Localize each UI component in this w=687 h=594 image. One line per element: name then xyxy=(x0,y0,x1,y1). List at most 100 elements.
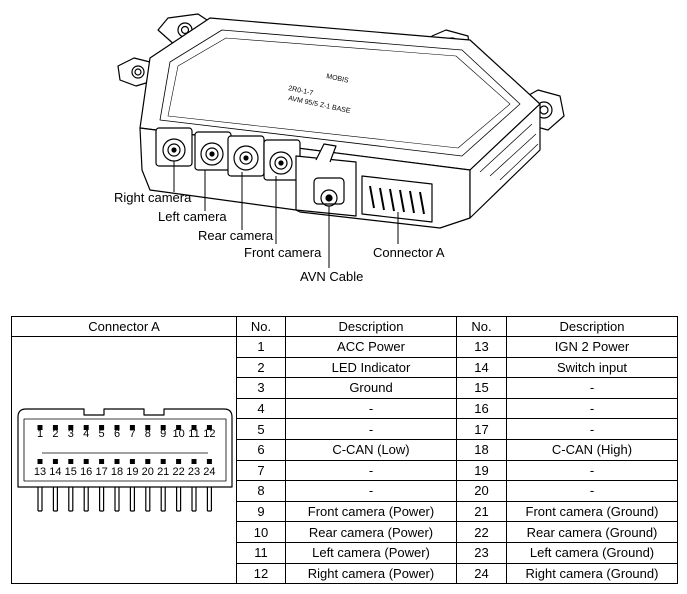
pin-label: 18 xyxy=(111,466,123,478)
pin-number-left: 4 xyxy=(236,397,286,420)
pin-number-left: 9 xyxy=(236,500,286,523)
pin-contact xyxy=(114,459,120,464)
pin-description-left: ACC Power xyxy=(285,336,457,358)
pin-number-right: 22 xyxy=(456,521,507,543)
pin-label: 5 xyxy=(99,428,105,440)
pin-contact xyxy=(191,425,197,430)
connector-a-socket xyxy=(361,175,433,223)
pin-label: 23 xyxy=(188,466,200,478)
pin-label: 7 xyxy=(129,428,135,440)
pin-leg xyxy=(160,487,166,512)
pin-number-right: 17 xyxy=(456,418,507,440)
label-rear-camera: Rear camera xyxy=(198,228,274,243)
pin-number-right: 20 xyxy=(456,480,507,502)
pin-leg xyxy=(83,487,89,512)
header-no-right: No. xyxy=(456,316,507,337)
pin-label: 16 xyxy=(80,466,92,478)
table-header-row: Connector A No. Description No. Descript… xyxy=(11,316,678,337)
pin-label: 8 xyxy=(145,428,151,440)
pin-description-right: - xyxy=(506,459,678,482)
label-left-camera: Left camera xyxy=(158,209,227,224)
pin-contact xyxy=(160,459,166,464)
avn-cable-socket xyxy=(295,143,357,217)
pin-description-right: - xyxy=(506,480,678,502)
pin-number-left: 12 xyxy=(236,562,286,585)
pin-number-right: 15 xyxy=(456,377,507,399)
pin-contact xyxy=(83,425,89,430)
pin-description-left: - xyxy=(285,418,457,440)
pin-number-right: 23 xyxy=(456,541,507,564)
table-row: 8-20- xyxy=(12,480,678,502)
pin-contact xyxy=(176,459,182,464)
pin-label: 17 xyxy=(95,466,107,478)
pin-leg xyxy=(145,487,151,512)
pin-label: 12 xyxy=(203,428,215,440)
pin-description-right: - xyxy=(506,397,678,420)
pin-label: 13 xyxy=(34,466,46,478)
pin-number-left: 2 xyxy=(236,356,286,379)
pin-leg xyxy=(68,487,74,512)
pin-number-left: 11 xyxy=(236,541,286,564)
table-row: 7-19- xyxy=(12,459,678,482)
pin-contact xyxy=(68,425,74,430)
pin-leg xyxy=(99,487,105,512)
pin-description-left: Ground xyxy=(285,377,457,399)
pin-contact xyxy=(52,459,58,464)
pin-contact xyxy=(206,425,212,430)
pin-number-right: 13 xyxy=(456,336,507,358)
pin-label: 11 xyxy=(188,428,199,440)
pin-description-left: - xyxy=(285,397,457,420)
pin-contact xyxy=(99,425,105,430)
pin-label: 24 xyxy=(203,466,215,478)
pin-label: 4 xyxy=(83,428,89,440)
pin-contact xyxy=(160,425,166,430)
pin-label: 20 xyxy=(142,466,154,478)
pin-contact xyxy=(37,459,43,464)
pin-description-right: C-CAN (High) xyxy=(506,438,678,461)
pin-description-left: - xyxy=(285,459,457,482)
pin-description-right: - xyxy=(506,418,678,440)
pin-leg xyxy=(191,487,197,512)
header-description-left: Description xyxy=(285,316,457,337)
pin-number-right: 16 xyxy=(456,397,507,420)
avm-unit-illustration: MOBIS 2R0-1-7 AVM 95/5 Z-1 BASE xyxy=(117,13,565,268)
pin-description-right: Switch input xyxy=(506,356,678,379)
pin-number-left: 7 xyxy=(236,459,286,482)
pin-leg xyxy=(52,487,58,512)
pin-contact xyxy=(145,459,151,464)
header-connector: Connector A xyxy=(11,316,237,337)
pin-number-right: 14 xyxy=(456,356,507,379)
marking-mobis: MOBIS xyxy=(326,73,350,85)
pin-number-left: 6 xyxy=(236,438,286,461)
pin-description-left: C-CAN (Low) xyxy=(285,438,457,461)
label-right-camera: Right camera xyxy=(114,190,192,205)
pin-label: 1 xyxy=(37,428,43,440)
pin-contact xyxy=(83,459,89,464)
pin-description-left: Rear camera (Power) xyxy=(285,521,457,543)
label-connector-a: Connector A xyxy=(373,245,445,260)
pin-description-left: Front camera (Power) xyxy=(285,500,457,523)
pin-contact xyxy=(129,425,135,430)
pin-contact xyxy=(37,425,43,430)
pin-description-right: IGN 2 Power xyxy=(506,336,678,358)
pin-number-right: 24 xyxy=(456,562,507,585)
pin-description-right: Right camera (Ground) xyxy=(506,562,678,585)
pin-number-left: 5 xyxy=(236,418,286,440)
left-camera-socket xyxy=(194,131,232,171)
pin-description-right: Front camera (Ground) xyxy=(506,500,678,523)
pin-number-left: 10 xyxy=(236,521,286,543)
pin-contact xyxy=(129,459,135,464)
pin-label: 19 xyxy=(126,466,138,478)
pin-number-right: 18 xyxy=(456,438,507,461)
pin-label: 22 xyxy=(172,466,184,478)
pin-label: 14 xyxy=(49,466,61,478)
pin-contact xyxy=(206,459,212,464)
pin-leg xyxy=(206,487,212,512)
pin-description-left: - xyxy=(285,480,457,502)
pin-description-left: Right camera (Power) xyxy=(285,562,457,585)
pin-label: 9 xyxy=(160,428,166,440)
pin-contact xyxy=(68,459,74,464)
connector-a-pin-table: Connector A No. Description No. Descript… xyxy=(11,316,678,585)
